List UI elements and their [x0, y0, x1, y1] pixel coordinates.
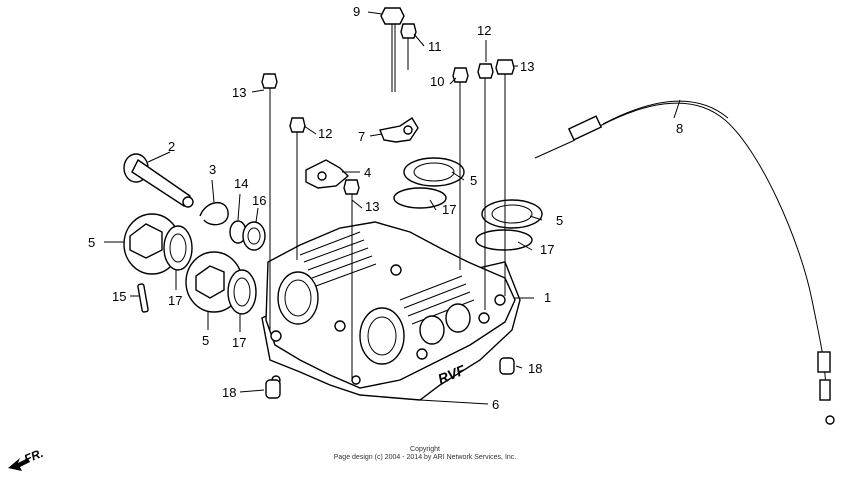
callout-13: 13: [232, 85, 247, 100]
callout-14: 14: [234, 176, 249, 191]
pin-15: [137, 283, 149, 313]
seal-16: [242, 221, 266, 251]
callout-10: 10: [430, 74, 445, 89]
front-arrow-icon: [8, 458, 30, 471]
callout-13: 13: [365, 199, 380, 214]
callout-5: 5: [202, 333, 210, 348]
callout-7: 7: [358, 129, 366, 144]
callout-12: 12: [318, 126, 333, 141]
callout-1: 1: [544, 290, 552, 305]
callout-17: 17: [540, 242, 555, 257]
head-cover-body: [265, 221, 516, 389]
callout-18: 18: [222, 385, 237, 400]
rear-cylinder-fins: [299, 231, 377, 287]
callout-11: 11: [428, 39, 442, 54]
callout-4: 4: [364, 165, 372, 180]
callout-8: 8: [676, 121, 684, 136]
plug-cap-left: [123, 213, 193, 275]
dowel-18-left: [265, 379, 281, 399]
plug-cap-center: [185, 251, 257, 315]
cable-end-fitting: [567, 115, 603, 141]
callout-17: 17: [442, 202, 457, 217]
rear-port-opening: [277, 271, 319, 325]
callout-5: 5: [556, 213, 564, 228]
front-port-opening: [359, 307, 405, 365]
cable-lower-fitting: [817, 351, 831, 373]
callout-17: 17: [232, 335, 247, 350]
cable-line: [599, 102, 827, 391]
callout-15: 15: [112, 289, 127, 304]
callout-18: 18: [528, 361, 543, 376]
callout-9: 9: [353, 4, 361, 19]
plug-cap-right-upper: [393, 157, 465, 209]
bolts: [261, 7, 515, 220]
spring-3: [199, 202, 229, 226]
callout-17: 17: [168, 293, 183, 308]
plug-cap-right-lower: [475, 199, 543, 251]
leader-lines: [104, 11, 681, 405]
dowel-18-right: [499, 357, 515, 375]
bracket-7: [379, 117, 419, 143]
copyright-line-2: Page design (c) 2004 - 2014 by ARI Netwo…: [333, 454, 517, 461]
callout-6: 6: [492, 397, 500, 412]
copyright-line-1: Copyright: [410, 446, 440, 453]
callout-5: 5: [88, 235, 96, 250]
callout-5: 5: [470, 173, 478, 188]
callout-13: 13: [520, 59, 535, 74]
front-cylinder-fins: [399, 275, 475, 325]
throttle-cable: [534, 100, 835, 425]
callout-16: 16: [252, 193, 267, 208]
bracket-4: [305, 159, 350, 189]
callout-2: 2: [168, 139, 176, 154]
callout-3: 3: [209, 162, 217, 177]
cylinder-head-cover: RVF: [261, 221, 521, 401]
copyright-notice: Copyright Page design (c) 2004 - 2014 by…: [0, 446, 850, 462]
shaft-2: [123, 153, 194, 208]
callout-12: 12: [477, 23, 492, 38]
